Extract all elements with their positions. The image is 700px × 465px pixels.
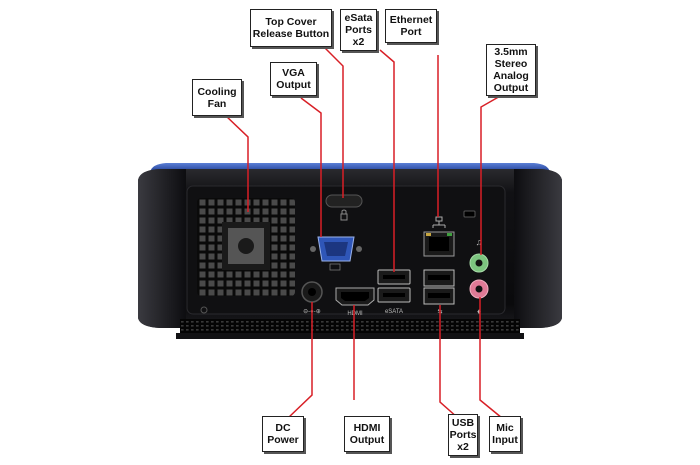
hdmi-port-label: HDMI xyxy=(347,311,363,317)
callout-vga-output: VGA Output xyxy=(270,62,317,96)
callout-text: Power xyxy=(267,434,299,446)
top-cover-release-button xyxy=(325,194,363,208)
leader-top-cover xyxy=(321,44,344,198)
callout-text: Analog xyxy=(493,70,529,82)
callout-text: Stereo xyxy=(494,58,528,70)
callout-text: Mic xyxy=(496,422,514,434)
callout-top-cover-release-button: Top Cover Release Button xyxy=(250,9,332,47)
leader-mic xyxy=(479,297,503,419)
callout-text: Output xyxy=(493,82,529,94)
callout-text: USB xyxy=(451,417,475,429)
leader-stereo xyxy=(480,94,503,255)
mic-icon: ♦ xyxy=(477,307,481,316)
callout-text: Port xyxy=(400,26,422,38)
callout-dc-power: DC Power xyxy=(262,416,304,452)
bottom-vent xyxy=(180,319,520,333)
callout-text: Output xyxy=(276,79,311,91)
kensington-lock-slot xyxy=(463,210,476,218)
callout-text: eSata xyxy=(344,12,373,24)
callout-text: VGA xyxy=(282,67,305,79)
callout-text: Ports xyxy=(345,24,372,36)
callout-mic-input: Mic Input xyxy=(489,416,521,452)
callout-text: Output xyxy=(349,434,385,446)
callout-hdmi-output: HDMI Output xyxy=(344,416,390,452)
left-side xyxy=(138,169,186,328)
callout-esata-ports: eSata Ports x2 xyxy=(340,9,377,51)
mic-input-jack: ♦ xyxy=(469,279,489,316)
vga-port xyxy=(310,236,362,271)
network-icon xyxy=(432,216,446,228)
callout-text: Release Button xyxy=(252,28,330,40)
callout-text: HDMI xyxy=(353,422,381,434)
callout-ethernet-port: Ethernet Port xyxy=(385,9,437,43)
hdmi-port: HDMI xyxy=(335,287,375,317)
callout-text: Ethernet xyxy=(389,14,433,26)
headphone-icon: ♫ xyxy=(476,237,483,247)
callout-text: Cooling xyxy=(197,85,237,98)
callout-text: x2 xyxy=(457,441,469,453)
leader-esata xyxy=(379,49,395,272)
lock-slot xyxy=(200,306,208,314)
esata-port-label: eSATA xyxy=(385,309,403,315)
right-side xyxy=(514,169,562,328)
callout-text: Fan xyxy=(207,97,227,110)
stereo-output-jack: ♫ xyxy=(469,237,489,273)
leader-dc-power xyxy=(287,302,313,419)
callout-text: Top Cover xyxy=(265,16,317,28)
leader-vga xyxy=(300,97,322,237)
callout-cooling-fan: Cooling Fan xyxy=(192,79,242,116)
leader-usb xyxy=(439,305,459,419)
usb-ports: ⇆ xyxy=(423,269,455,315)
callout-text: x2 xyxy=(352,36,365,48)
cooling-fan-grille xyxy=(197,198,295,296)
callout-text: Ports xyxy=(449,429,477,441)
ethernet-port xyxy=(423,216,455,257)
callout-stereo-analog-output: 3.5mm Stereo Analog Output xyxy=(486,44,536,96)
callout-text: DC xyxy=(275,422,291,434)
callout-usb-ports: USB Ports x2 xyxy=(448,414,478,456)
esata-ports: eSATA xyxy=(377,269,411,315)
callout-text: Input xyxy=(492,434,518,446)
leader-lines xyxy=(224,44,503,419)
release-lock-icon xyxy=(340,209,348,221)
callout-text: 3.5mm xyxy=(494,46,528,58)
leader-cooling-fan xyxy=(224,114,249,212)
